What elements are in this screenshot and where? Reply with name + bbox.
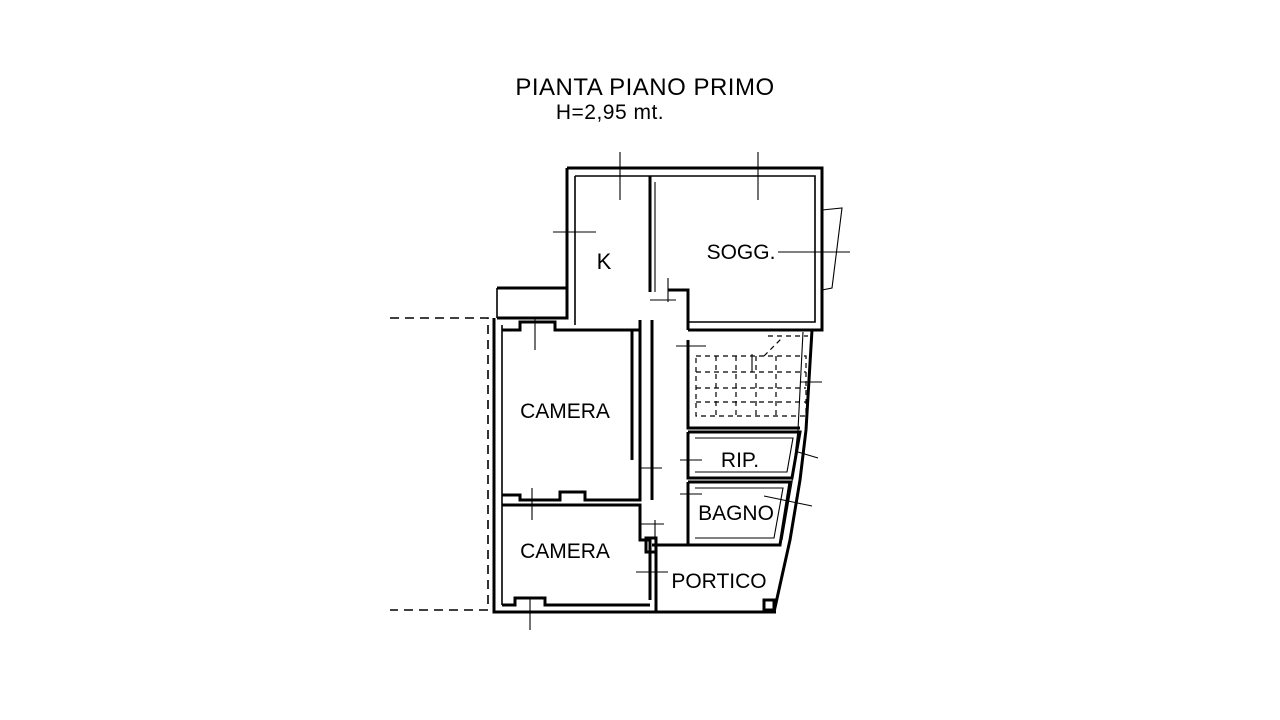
staircase [695,335,808,417]
plan-subtitle: H=2,95 mt. [555,101,665,124]
room-label-bedroom-2: CAMERA [520,540,610,563]
plan-title: PIANTA PIANO PRIMO [515,74,775,101]
room-label-kitchen: K [597,249,612,274]
room-label-bathroom: BAGNO [698,502,774,525]
adjacent-building-outline [390,317,489,611]
interior-walls [502,176,802,612]
window-markers [529,152,850,630]
room-label-storage: RIP. [721,449,759,472]
room-labels: K SOGG. CAMERA CAMERA RIP. BAGNO PORTICO [520,241,775,593]
room-label-bedroom-1: CAMERA [520,400,610,423]
room-label-porch: PORTICO [671,570,766,593]
room-label-living: SOGG. [707,241,776,264]
exterior-walls [492,166,824,614]
